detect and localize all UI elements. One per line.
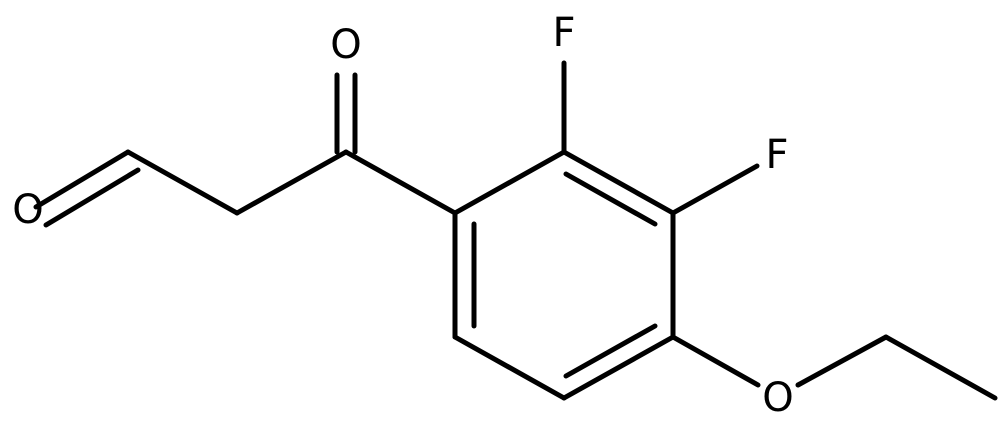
atom-label-fluorine-meta: F: [765, 132, 788, 178]
atom-label-ketone-oxygen: O: [330, 22, 361, 68]
ring-bond-c1-c2: [452, 149, 567, 216]
bond-cho-ch2: [125, 149, 240, 216]
bond-co-ring: [343, 149, 458, 216]
bond-ch2-co: [234, 149, 349, 216]
bond-c3-f: [670, 163, 760, 216]
atom-label-ether-oxygen: O: [762, 375, 793, 421]
atom-label-fluorine-ortho: F: [552, 10, 575, 56]
bond-aldehyde-double-2: [43, 167, 141, 228]
atom-label-aldehyde-oxygen: O: [12, 187, 43, 233]
bond-o-ch2: [795, 334, 889, 388]
bond-c4-o: [670, 334, 761, 388]
ring-bond-c2-c3: [561, 149, 676, 216]
ring-bond-c2-c3-inner: [563, 171, 658, 227]
bond-aldehyde-double-1: [33, 149, 131, 210]
ring-bond-c4-c5: [561, 334, 676, 401]
bond-ch2-ch3: [883, 334, 998, 401]
ring-bond-c4-c5-inner: [563, 323, 658, 379]
ring-bond-c5-c6: [452, 334, 567, 401]
